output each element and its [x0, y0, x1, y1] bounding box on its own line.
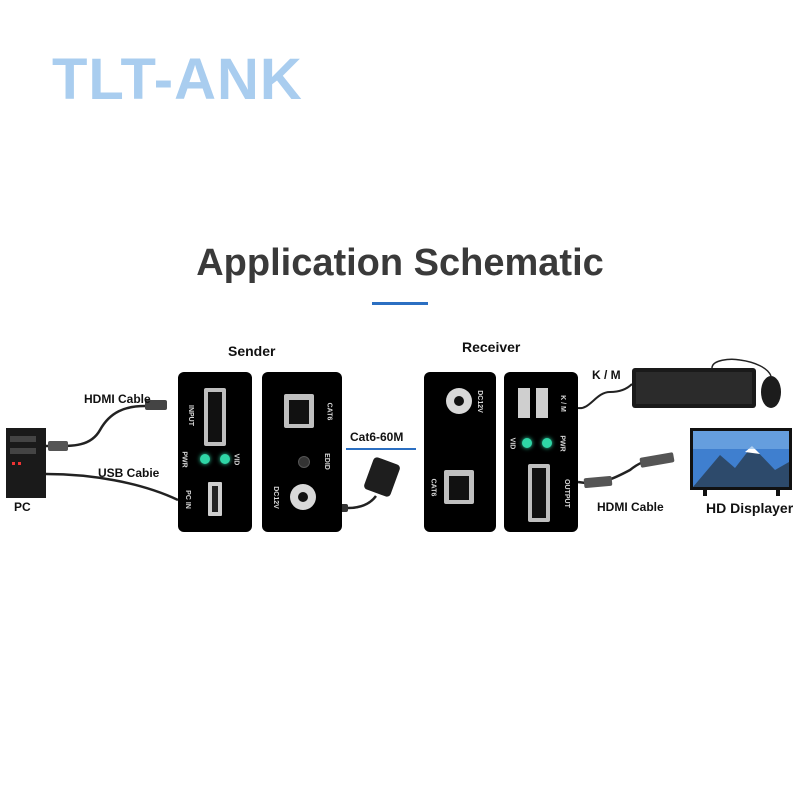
hdmi-plug-icon — [639, 452, 675, 468]
hdmi-plug-icon — [48, 441, 68, 451]
hd-displayer-label: HD Displayer — [706, 500, 794, 516]
usb-cable — [45, 472, 179, 502]
port-label-km: K / M — [558, 395, 566, 412]
port-label-input: INPUT — [187, 405, 194, 426]
port-label-dc12v: DC12V — [475, 390, 483, 413]
title-underline — [372, 302, 428, 305]
mouse-icon — [761, 376, 781, 408]
cat6-label: Cat6-60M — [350, 430, 404, 444]
page-title: Application Schematic — [196, 242, 604, 284]
port-label-cat6: CAT6 — [429, 478, 437, 497]
hdmi-plug-icon — [145, 400, 167, 410]
receiver-label: Receiver — [462, 339, 521, 355]
hdmi-cable-in-label: HDMI Cable — [84, 392, 151, 406]
port-label-cat6: CAT6 — [325, 402, 333, 421]
port-label-dc12v: DC12V — [271, 486, 279, 509]
receiver-front-panel: K / M VID PWR OUTPUT — [504, 372, 578, 532]
sender-label: Sender — [228, 343, 276, 359]
port-label-vid: VID — [232, 453, 240, 466]
hdmi-input-port-inner — [208, 392, 222, 442]
cat6-underline — [346, 448, 416, 450]
sender-front-panel: INPUT PWR VID PC IN — [178, 372, 252, 532]
rj45-port-inner — [449, 476, 469, 500]
usb-port-inner — [212, 486, 218, 512]
keyboard-icon — [632, 368, 756, 408]
hdmi-plug-icon — [583, 475, 613, 489]
vid-led-icon — [522, 438, 532, 448]
edid-button — [298, 456, 310, 468]
port-label-output: OUTPUT — [562, 479, 570, 508]
km-label: K / M — [592, 368, 621, 382]
pc-tower-icon — [6, 428, 46, 498]
km-cable — [577, 383, 633, 410]
usb-port — [536, 388, 548, 418]
vid-led-icon — [220, 454, 230, 464]
sender-back-panel: CAT6 EDID DC12V — [262, 372, 342, 532]
port-label-vid: VID — [508, 437, 516, 450]
hdmi-cable-in — [45, 404, 146, 448]
hdmi-cable-out-label: HDMI Cable — [597, 500, 664, 514]
pwr-led-icon — [542, 438, 552, 448]
dc-jack-inner — [454, 396, 464, 406]
port-label-pc-in: PC IN — [183, 490, 191, 509]
usb-cable-label: USB Cabie — [98, 466, 160, 480]
port-label-pwr: PWR — [180, 451, 188, 468]
pwr-led-icon — [200, 454, 210, 464]
hdmi-output-port-inner — [532, 468, 546, 518]
pc-label: PC — [14, 500, 31, 514]
brand-logo: TLT-ANK — [52, 47, 303, 112]
usb-port — [518, 388, 530, 418]
tv-display-icon — [690, 428, 792, 496]
rj45-port-inner — [289, 400, 309, 424]
port-label-pwr: PWR — [558, 435, 566, 452]
dc-jack-inner — [298, 492, 308, 502]
receiver-back-panel: DC12V CAT6 — [424, 372, 496, 532]
port-label-edid: EDID — [322, 453, 330, 470]
